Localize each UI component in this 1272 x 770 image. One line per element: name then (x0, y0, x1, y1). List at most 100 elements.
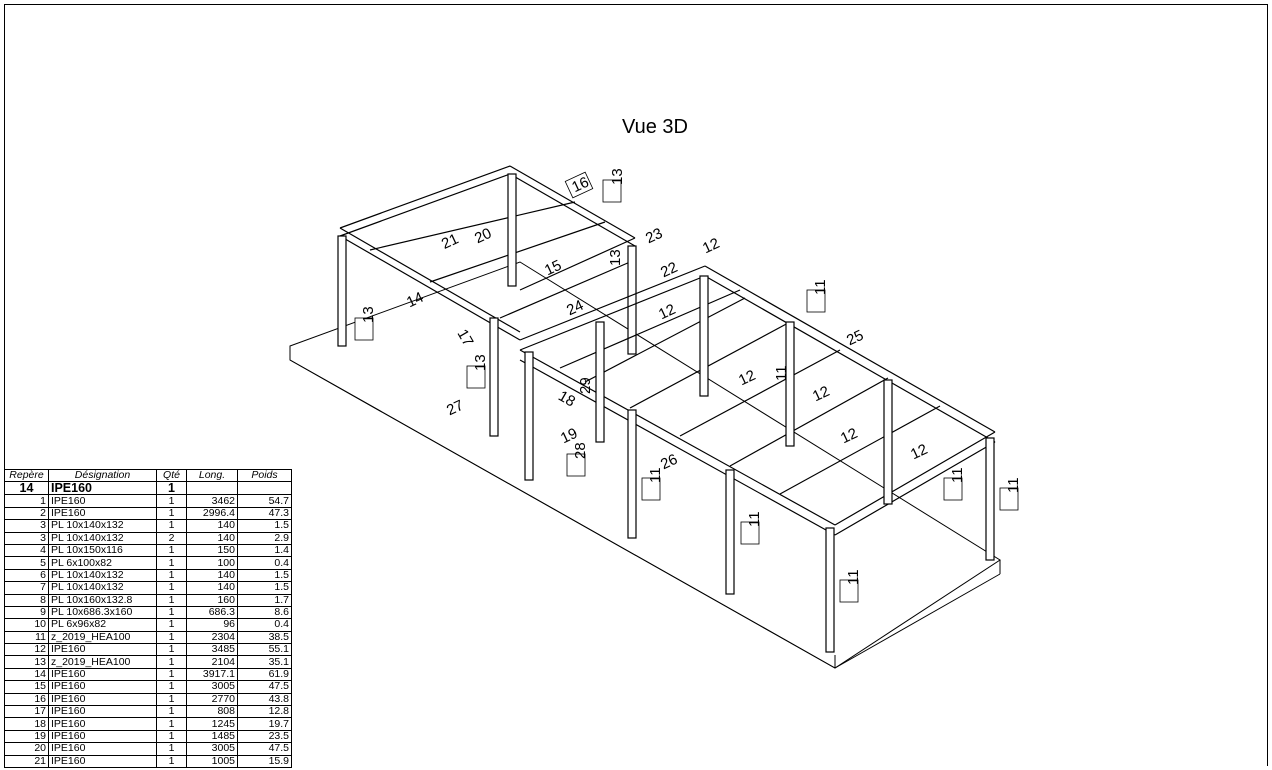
cell-designation: z_2019_HEA100 (48, 630, 157, 645)
cell-designation: IPE160 (48, 667, 157, 682)
svg-text:11: 11 (647, 467, 664, 483)
cell-rep: 10 (4, 618, 49, 632)
svg-text:15: 15 (542, 257, 564, 279)
bom-header: Repère Désignation Qté Long. Poids (4, 468, 292, 483)
cell-long: 3485 (186, 643, 238, 657)
assembly-qty: 1 (156, 481, 187, 496)
cell-designation: PL 10x140x132 (48, 581, 157, 595)
cell-poids: 1.4 (237, 543, 292, 558)
header-designation: Désignation (48, 468, 157, 483)
cell-designation: PL 6x96x82 (48, 618, 157, 632)
cell-qty: 1 (156, 519, 187, 533)
callout-25: 25 (844, 327, 866, 349)
svg-text:27: 27 (444, 397, 466, 419)
cell-poids: 47.3 (237, 506, 292, 521)
assembly-row: 14 IPE160 1 (4, 481, 292, 496)
cell-designation: IPE160 (48, 742, 157, 756)
svg-text:12: 12 (908, 441, 930, 463)
cell-qty: 1 (156, 680, 187, 694)
callout-13: 13 (602, 168, 626, 203)
callout-23: 23 (643, 225, 665, 247)
cell-qty: 1 (156, 692, 187, 707)
svg-text:23: 23 (643, 225, 665, 247)
callout-21: 21 (439, 230, 461, 252)
cell-designation: PL 10x160x132.8 (48, 593, 157, 607)
svg-text:14: 14 (404, 289, 426, 311)
cell-rep: 3 (4, 531, 49, 545)
cell-qty: 1 (156, 705, 187, 719)
cell-long: 96 (186, 618, 238, 632)
callout-11-a: 11 (806, 279, 829, 313)
svg-text:19: 19 (558, 425, 580, 447)
svg-text:11: 11 (845, 569, 862, 585)
cell-long: 2104 (186, 655, 238, 669)
callout-16: 16 (564, 171, 594, 199)
cell-poids: 15.9 (237, 754, 292, 769)
callout-11-c: 11 (641, 467, 664, 501)
svg-text:21: 21 (439, 230, 461, 252)
svg-text:16: 16 (569, 174, 591, 196)
svg-text:11: 11 (949, 467, 966, 483)
callout-12-f: 12 (908, 441, 930, 463)
cell-rep: 20 (4, 742, 49, 756)
callout-22: 22 (658, 259, 680, 281)
cell-qty: 1 (156, 556, 187, 570)
cell-rep: 9 (4, 605, 49, 620)
cell-designation: IPE160 (48, 680, 157, 694)
svg-text:26: 26 (658, 451, 680, 473)
cell-long: 140 (186, 581, 238, 595)
cell-designation: IPE160 (48, 643, 157, 657)
header-repere: Repère (4, 468, 49, 483)
svg-text:29: 29 (577, 377, 594, 394)
cell-long: 1245 (186, 717, 238, 731)
cell-poids: 1.5 (237, 519, 292, 533)
cell-poids: 35.1 (237, 655, 292, 669)
cell-poids: 43.8 (237, 692, 292, 707)
cell-rep: 2 (4, 506, 49, 521)
cell-poids: 8.6 (237, 605, 292, 620)
callout-13-b: 13 (607, 249, 624, 266)
cell-qty: 1 (156, 742, 187, 756)
cell-poids: 23.5 (237, 729, 292, 744)
svg-text:28: 28 (572, 442, 589, 459)
cell-poids: 2.9 (237, 531, 292, 545)
cell-qty: 1 (156, 494, 187, 508)
cell-long: 100 (186, 556, 238, 570)
steel-frame (337, 165, 996, 653)
cell-rep: 8 (4, 593, 49, 607)
cell-designation: PL 10x140x132 (48, 568, 157, 583)
cell-designation: IPE160 (48, 494, 157, 508)
cell-designation: IPE160 (48, 717, 157, 731)
cell-rep: 17 (4, 705, 49, 719)
cell-poids: 1.5 (237, 581, 292, 595)
header-poids: Poids (237, 468, 292, 483)
cell-designation: IPE160 (48, 506, 157, 521)
base-slab (289, 261, 1001, 669)
cell-poids: 55.1 (237, 643, 292, 657)
svg-text:11: 11 (773, 365, 790, 381)
cell-rep: 3 (4, 519, 49, 533)
cell-poids: 61.9 (237, 667, 292, 682)
header-qte: Qté (156, 468, 187, 483)
svg-text:13: 13 (607, 249, 624, 266)
svg-text:22: 22 (658, 259, 680, 281)
callout-11-g: 11 (839, 569, 862, 603)
cell-designation: IPE160 (48, 705, 157, 719)
cell-qty: 1 (156, 754, 187, 769)
callout-18: 18 (555, 387, 578, 410)
cell-qty: 1 (156, 655, 187, 669)
cell-qty: 1 (156, 568, 187, 583)
svg-text:11: 11 (1005, 477, 1022, 493)
